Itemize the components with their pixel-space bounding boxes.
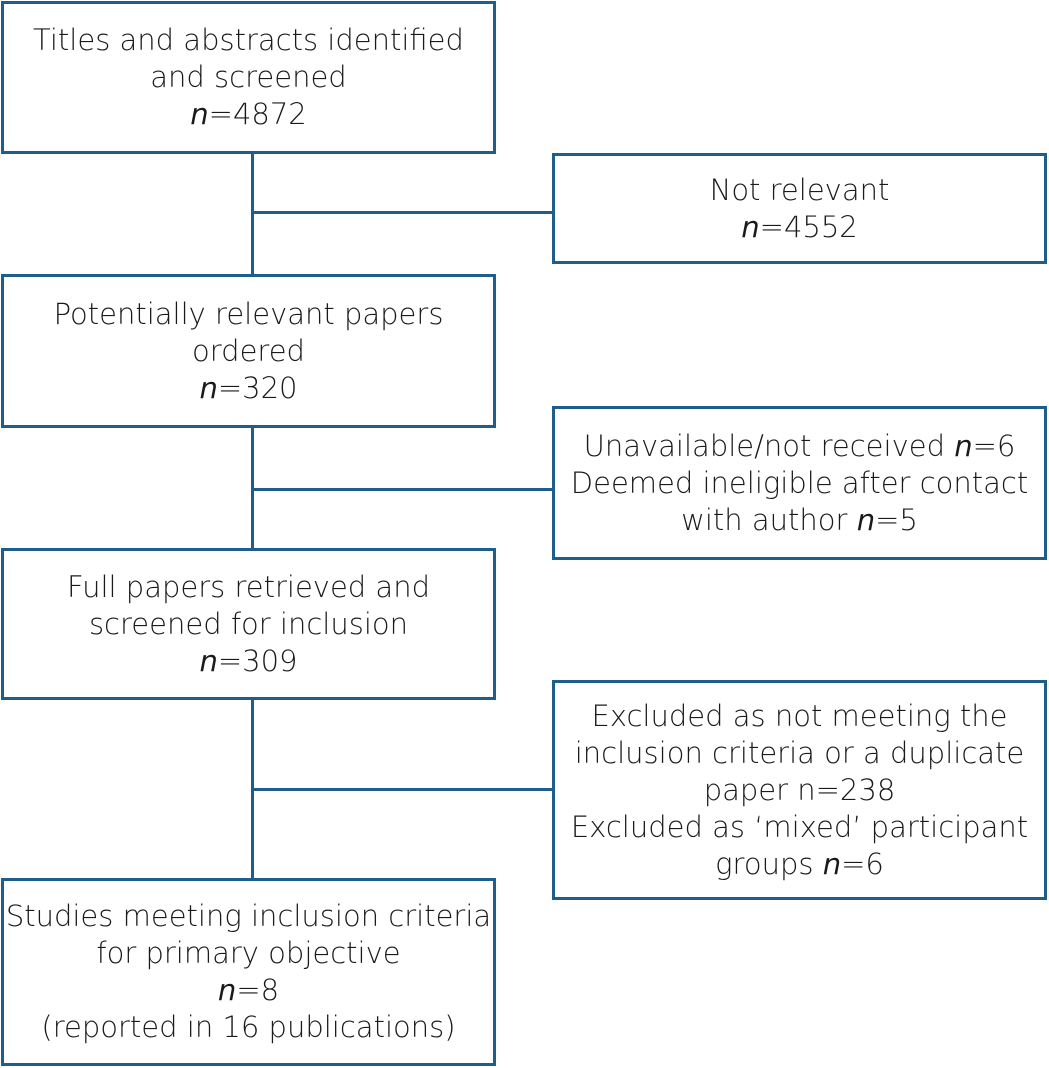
retrieved-line-1: Full papers retrieved and: [67, 569, 430, 604]
not-relevant-box: Not relevant n=4552: [552, 153, 1047, 264]
ineligible-line-2: Deemed ineligible after contact: [570, 465, 1029, 500]
retrieved-line-2: screened for inclusion: [88, 606, 409, 641]
unavailable-n-value: =6: [972, 428, 1016, 463]
excluded-box: Excluded as not meeting the inclusion cr…: [552, 680, 1047, 900]
ordered-count: n=320: [199, 370, 297, 407]
retrieved-n-value: =309: [217, 643, 298, 678]
excluded-line-2: inclusion criteria or a duplicate: [574, 735, 1025, 770]
excluded-line-4: Excluded as ‘mixed’ participant: [570, 809, 1029, 844]
ordered-line-1: Potentially relevant papers: [53, 296, 444, 331]
screened-count: n=4872: [190, 96, 307, 133]
retrieved-n-label: n: [199, 643, 218, 678]
excluded-line-1: Excluded as not meeting the: [591, 698, 1008, 733]
screened-n-label: n: [190, 97, 209, 131]
connector-to-excluded: [251, 788, 554, 791]
connector-to-not-relevant: [251, 211, 554, 214]
included-line-2: for primary objective: [96, 936, 401, 970]
included-box: Studies meeting inclusion criteria for p…: [1, 878, 496, 1066]
not-relevant-n-value: =4552: [759, 209, 858, 244]
excluded-line-3: paper n=238: [703, 772, 896, 807]
connector-screened-to-ordered: [251, 154, 254, 274]
retrieved-count: n=309: [199, 643, 297, 680]
included-n-value: =8: [236, 973, 280, 1007]
excluded-line-5: groups n=6: [715, 846, 884, 883]
ineligible-line-3-text: with author: [681, 502, 857, 537]
unavailable-line-1: Unavailable/not received n=6: [584, 428, 1016, 465]
included-line-4: (reported in 16 publications): [41, 1010, 456, 1044]
unavailable-n-label: n: [954, 428, 973, 463]
included-line-1: Studies meeting inclusion criteria: [5, 899, 492, 933]
excluded-n-value: =6: [841, 846, 884, 881]
screened-line-1: Titles and abstracts identified: [33, 23, 464, 57]
ordered-n-value: =320: [217, 370, 298, 405]
ineligible-line-3: with author n=5: [681, 502, 918, 539]
ordered-box: Potentially relevant papers ordered n=32…: [1, 274, 496, 428]
excluded-n-label: n: [822, 846, 842, 881]
unavailable-line-1-text: Unavailable/not received: [583, 428, 955, 463]
ineligible-n-label: n: [856, 502, 876, 537]
screened-line-2: and screened: [150, 60, 347, 94]
not-relevant-line-1: Not relevant: [709, 172, 890, 207]
screened-box: Titles and abstracts identified and scre…: [1, 1, 496, 154]
excluded-line-5-text: groups: [715, 846, 823, 881]
ordered-line-2: ordered: [192, 333, 305, 368]
connector-to-unavailable: [251, 488, 554, 491]
ordered-n-label: n: [199, 370, 218, 405]
ineligible-n-value: =5: [875, 502, 918, 537]
retrieved-box: Full papers retrieved and screened for i…: [1, 548, 496, 700]
not-relevant-count: n=4552: [741, 209, 858, 246]
included-count: n=8: [218, 972, 279, 1009]
screened-n-value: =4872: [208, 97, 307, 131]
not-relevant-n-label: n: [741, 209, 760, 244]
unavailable-box: Unavailable/not received n=6 Deemed inel…: [552, 406, 1047, 560]
included-n-label: n: [217, 973, 237, 1007]
